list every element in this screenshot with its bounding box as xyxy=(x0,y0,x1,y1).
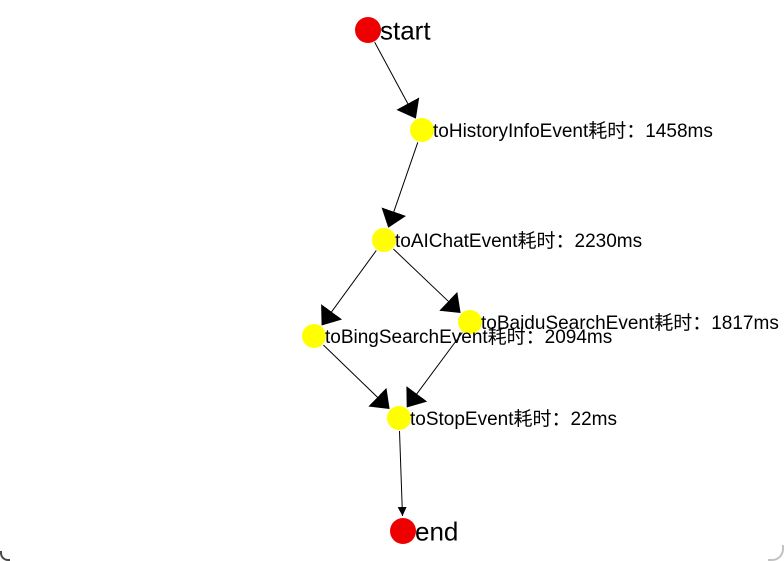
node-label-toBingSearchEvent: toBingSearchEvent耗时：2094ms xyxy=(325,326,612,348)
edge-toStopEvent-end xyxy=(397,430,407,517)
nodes-layer xyxy=(302,17,482,544)
node-toStopEvent[interactable] xyxy=(387,406,411,430)
node-label-start: start xyxy=(380,16,431,46)
node-toBingSearchEvent[interactable] xyxy=(302,324,326,348)
node-label-toStopEvent: toStopEvent耗时：22ms xyxy=(410,408,617,430)
node-end[interactable] xyxy=(390,518,416,544)
edge-toAIChatEvent-toBingSearchEvent xyxy=(321,250,377,326)
edge-toBingSearchEvent-toStopEvent xyxy=(323,344,390,409)
node-label-toBaiduSearchEvent: toBaiduSearchEvent耗时：1817ms xyxy=(481,312,779,334)
node-toBaiduSearchEvent[interactable] xyxy=(458,310,482,334)
window-corner-bottom-left xyxy=(0,551,10,561)
node-label-end: end xyxy=(415,517,458,547)
node-label-toHistoryInfoEvent: toHistoryInfoEvent耗时：1458ms xyxy=(433,120,713,142)
window-corner-bottom-right xyxy=(768,545,784,561)
node-label-toAIChatEvent: toAIChatEvent耗时：2230ms xyxy=(395,230,642,252)
node-toAIChatEvent[interactable] xyxy=(372,228,396,252)
edge-toHistoryInfoEvent-toAIChatEvent xyxy=(381,142,419,228)
edge-toBaiduSearchEvent-toStopEvent xyxy=(406,332,463,408)
edges-layer xyxy=(321,42,463,517)
node-start[interactable] xyxy=(355,17,381,43)
labels-layer: start toHistoryInfoEvent耗时：1458ms toAICh… xyxy=(325,16,779,547)
edge-start-toHistoryInfoEvent xyxy=(374,42,420,119)
edge-toAIChatEvent-toBaiduSearchEvent xyxy=(393,248,461,313)
node-toHistoryInfoEvent[interactable] xyxy=(410,118,434,142)
